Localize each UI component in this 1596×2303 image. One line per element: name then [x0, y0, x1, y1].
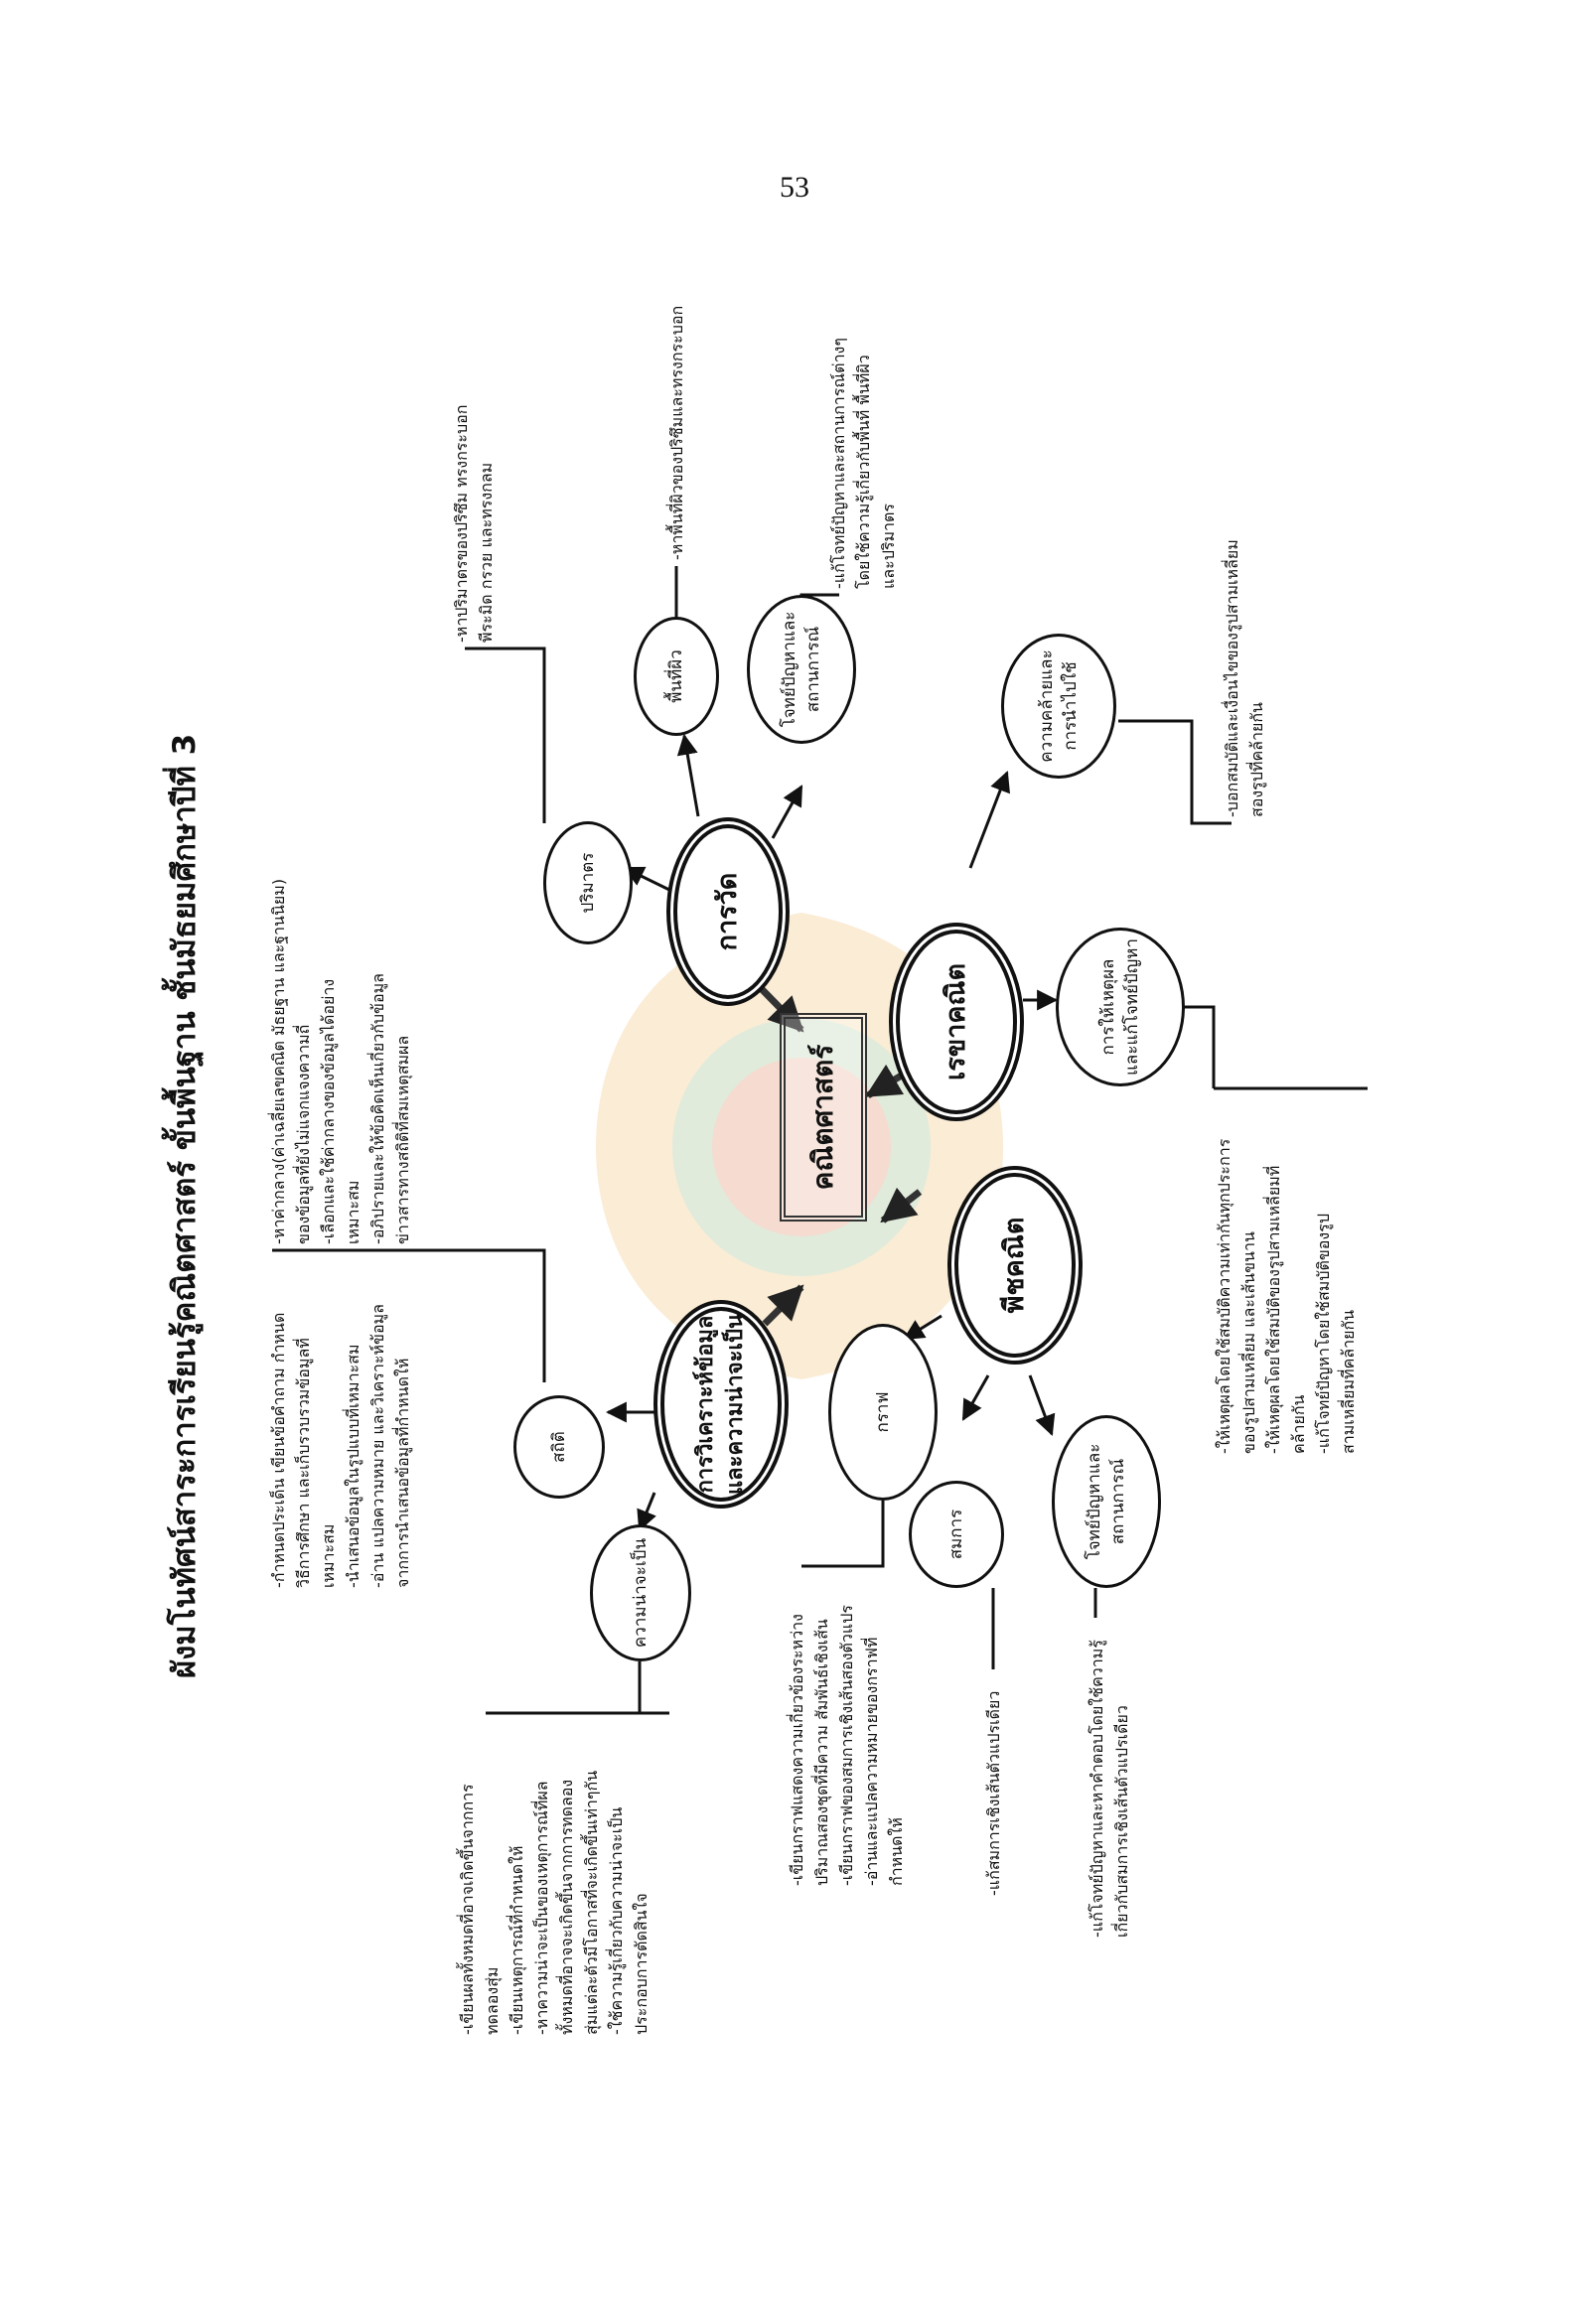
node-label-line: การให้เหตุผล [1098, 958, 1118, 1056]
node-probability: ความน่าจะเป็น [590, 1524, 691, 1661]
node-geometry: เรขาคณิต [889, 923, 1024, 1121]
detail-line: -หาพื้นที่ผิวของปริซึมและทรงกระบอก [667, 305, 686, 560]
detail-line: ทดลองสุ่ม [483, 1966, 502, 2035]
algebra-problem-details: -แก้โจทย์ปัญหาและหาคำตอบโดยใช้ความรู้ เกี… [1085, 1640, 1134, 1938]
detail-line: -กำหนดประเด็น เขียนข้อคำถาม กำหนด [269, 1312, 288, 1588]
volume-details: -หาปริมาตรของปริซึม ทรงกระบอก พีระมิด กรว… [449, 405, 499, 643]
detail-line: สองรูปที่คล้ายกัน [1247, 702, 1266, 817]
node-label-line: การนำไปใช้ [1061, 661, 1081, 751]
detail-line: ของรูปสามเหลี่ยม และเส้นขนาน [1239, 1231, 1258, 1454]
detail-line: เหมาะสม [344, 1180, 363, 1244]
node-label-line: โจทย์ปัญหาและ [780, 611, 799, 728]
detail-line: -เขียนกราฟแสดงความเกี่ยวข้องระหว่าง [788, 1614, 806, 1886]
detail-line: -หาค่ากลาง(ค่าเฉลี่ยเลขคณิต มัธยฐาน และฐ… [269, 878, 288, 1244]
detail-line: -ให้เหตุผลโดยใช้สมบัติของรูปสามเหลี่ยมที… [1264, 1165, 1283, 1454]
node-statistics: สถิติ [513, 1395, 605, 1499]
node-reasoning: การให้เหตุผล และแก้โจทย์ปัญหา [1056, 928, 1185, 1086]
statistics-details-a: -กำหนดประเด็น เขียนข้อคำถาม กำหนด วิธีการ… [266, 1304, 415, 1588]
center-node-mathematics: คณิตศาสตร์ [780, 1013, 867, 1222]
detail-line: -นำเสนอข้อมูลในรูปแบบที่เหมาะสม [344, 1344, 363, 1589]
node-label-line: สถานการณ์ [1108, 1458, 1128, 1545]
detail-line: -แก้สมการเชิงเส้นตัวแปรเดียว [984, 1690, 1003, 1896]
detail-line: ของข้อมูลที่ยังไม่แจกแจงความถี่ [294, 1024, 313, 1244]
detail-line: -ให้เหตุผลโดยใช้สมบัติความเท่ากันทุกประก… [1215, 1138, 1233, 1454]
detail-line: -เขียนกราฟของสมการเชิงเส้นสองตัวแปร [837, 1605, 856, 1886]
detail-line: คล้ายกัน [1289, 1394, 1308, 1455]
detail-line: ข่าวสารทางสถิติที่สมเหตุสมผล [393, 1035, 412, 1244]
graph-details: -เขียนกราฟแสดงความเกี่ยวข้องระหว่าง ปริมา… [785, 1605, 909, 1886]
statistics-details-b: -หาค่ากลาง(ค่าเฉลี่ยเลขคณิต มัธยฐาน และฐ… [266, 879, 415, 1244]
detail-line: -หาปริมาตรของปริซึม ทรงกระบอก [452, 404, 471, 643]
detail-line: กำหนดให้ [887, 1817, 906, 1886]
detail-line: เกี่ยวกับสมการเชิงเส้นตัวแปรเดียว [1112, 1705, 1131, 1938]
detail-line: ปริมาณสองชุดที่มีความ สัมพันธ์เชิงเส้น [812, 1619, 831, 1886]
node-algebra-problem: โจทย์ปัญหาและ สถานการณ์ [1052, 1415, 1161, 1588]
detail-line: จากการนำเสนอข้อมูลที่กำหนดให้ [393, 1358, 412, 1588]
detail-line: -หาความน่าจะเป็นของเหตุการณ์ที่ผล [532, 1781, 551, 2035]
node-measurement: การวัด [666, 817, 790, 1006]
equation-details: -แก้สมการเชิงเส้นตัวแปรเดียว [981, 1691, 1006, 1896]
detail-line: -อ่าน แปลความหมาย และวิเคราะห์ข้อมูล [368, 1304, 387, 1588]
detail-line: -แก้โจทย์ปัญหาและสถานการณ์ต่างๆ [829, 338, 848, 589]
detail-line: เหมาะสม [319, 1523, 338, 1588]
detail-line: -เขียนเหตุการณ์ที่กำหนดให้ [508, 1845, 526, 2035]
node-label-line: สถานการณ์ [803, 626, 823, 713]
node-surface-area: พื้นที่ผิว [634, 617, 719, 736]
node-label-line: และความน่าจะเป็น [723, 1313, 748, 1496]
detail-line: วิธีการศึกษา และเก็บรวบรวมข้อมูลที่ [294, 1338, 313, 1588]
detail-line: -แก้โจทย์ปัญหาโดยใช้สมบัติของรูป [1314, 1214, 1333, 1454]
detail-line: -บอกสมบัติและเงื่อนไขของรูปสามเหลี่ยม [1223, 539, 1241, 817]
probability-details: -เขียนผลทั้งหมดที่อาจเกิดขึ้นจากการทดลอง… [455, 1771, 653, 2035]
detail-line: สามเหลี่ยมที่คล้ายกัน [1339, 1309, 1358, 1454]
detail-line: สุ่มแต่ละตัวมีโอกาสที่จะเกิดขึ้นเท่าๆกัน [582, 1770, 601, 2035]
node-volume: ปริมาตร [543, 821, 633, 944]
surface-area-details: -หาพื้นที่ผิวของปริซึมและทรงกระบอก [664, 306, 689, 560]
page-number: 53 [780, 171, 809, 204]
detail-line: โดยใช้ความรู้เกี่ยวกับพื้นที่ พื้นที่ผิว [854, 355, 873, 589]
detail-line: ประกอบการตัดสินใจ [632, 1893, 651, 2035]
node-similarity: ความคล้ายและ การนำไปใช้ [1001, 634, 1116, 779]
detail-line: พีระมิด กรวย และทรงกลม [477, 462, 496, 643]
similarity-details: -บอกสมบัติและเงื่อนไขของรูปสามเหลี่ยมสอง… [1220, 539, 1269, 817]
detail-line: -อภิปรายและให้ข้อคิดเห็นเกี่ยวกับข้อมูล [368, 973, 387, 1244]
node-label-line: และแก้โจทย์ปัญหา [1122, 937, 1142, 1077]
detail-line: -เขียนผลทั้งหมดที่อาจเกิดขึ้นจากการ [458, 1784, 477, 2035]
node-graph: กราฟ [828, 1324, 938, 1501]
detail-line: -ใช้ความรู้เกี่ยวกับความน่าจะเป็น [607, 1806, 626, 2035]
detail-line: และปริมาตร [879, 504, 898, 589]
detail-line: -เลือกและใช้ค่ากลางของข้อมูลได้อย่าง [319, 978, 338, 1244]
detail-line: ทั้งหมดที่อาจจะเกิดขึ้นจากการทดลอง [557, 1779, 576, 2035]
node-label-line: ความคล้ายและ [1037, 649, 1057, 763]
node-label-line: โจทย์ปัญหาและ [1085, 1443, 1104, 1560]
node-measurement-problem: โจทย์ปัญหาและ สถานการณ์ [747, 595, 856, 744]
detail-line: -แก้โจทย์ปัญหาและหาคำตอบโดยใช้ความรู้ [1088, 1640, 1106, 1938]
measurement-problem-details: -แก้โจทย์ปัญหาและสถานการณ์ต่างๆ โดยใช้ควา… [826, 338, 901, 589]
reasoning-details: -ให้เหตุผลโดยใช้สมบัติความเท่ากันทุกประก… [1212, 1139, 1361, 1454]
page-title: ผังมโนทัศน์สาระการเรียนรู้คณิตศาสตร์ ขั้… [167, 733, 203, 1678]
node-data-analysis: การวิเคราะห์ข้อมูล และความน่าจะเป็น [653, 1300, 789, 1509]
detail-line: -อ่านและแปลความหมายของกราฟที่ [862, 1637, 881, 1886]
node-label-line: การวิเคราะห์ข้อมูล [693, 1315, 718, 1494]
node-equation: สมการ [909, 1481, 1004, 1588]
node-algebra: พีชคณิต [947, 1166, 1083, 1365]
